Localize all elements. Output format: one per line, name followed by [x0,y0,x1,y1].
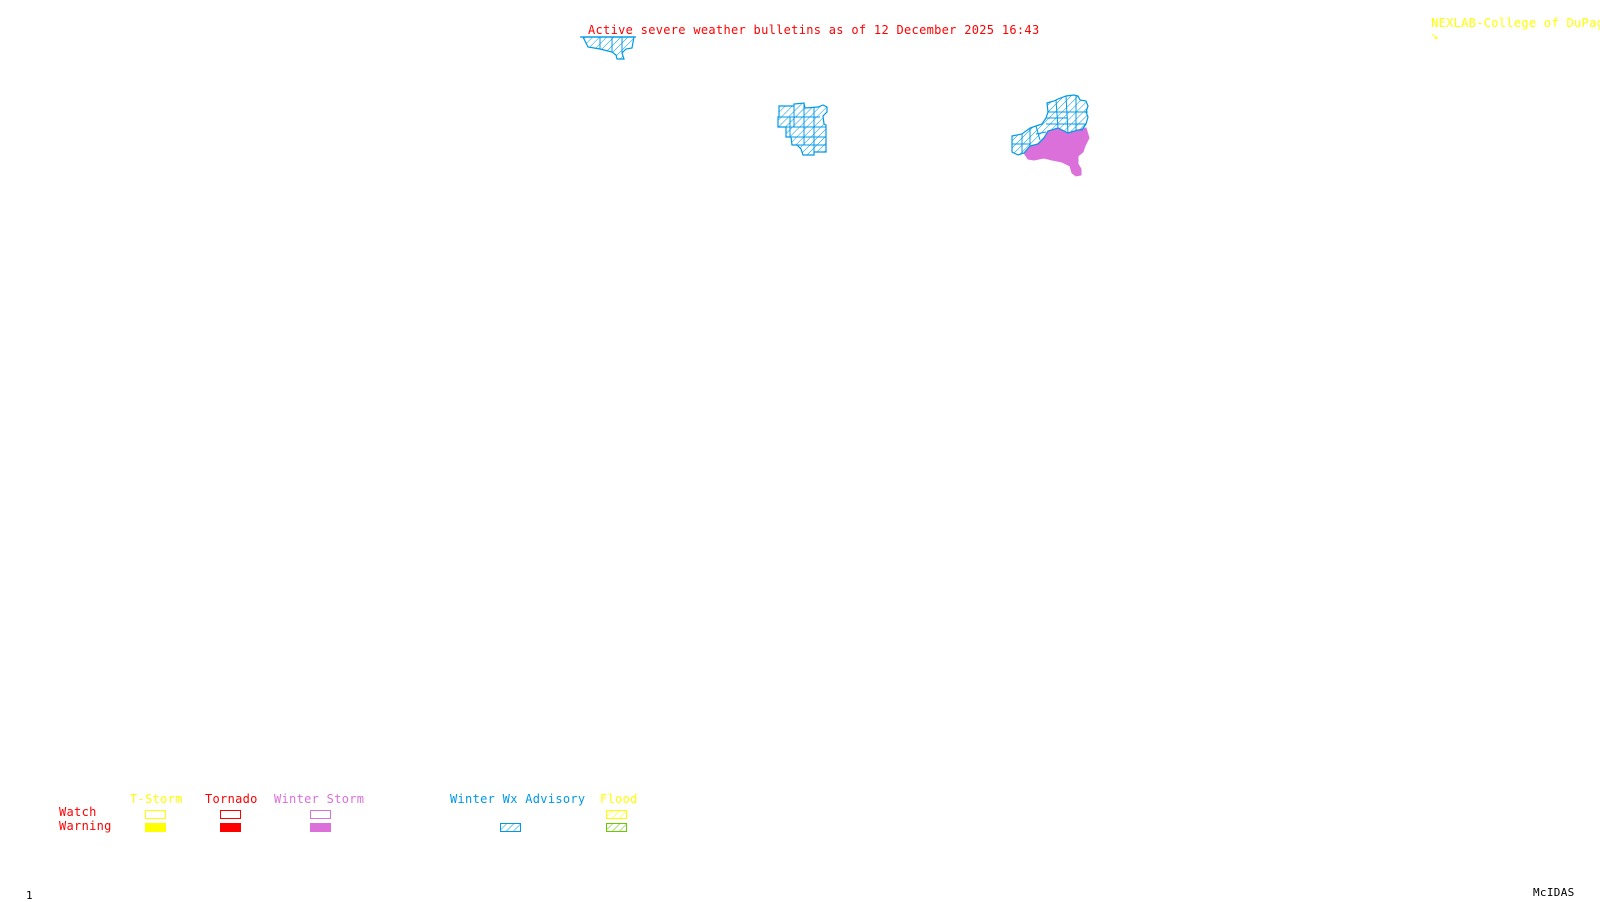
advisory-polygon [777,102,828,156]
bulletin-title: Active severe weather bulletins as of 12… [588,23,1040,37]
legend-row-watch: Watch [59,805,97,819]
legend-row-warning: Warning [59,819,112,833]
legend-label-flood: Flood [600,792,638,806]
winter-wx-advisory-northern-mn[interactable] [580,36,636,60]
legend-swatch-winter-advisory [500,823,521,832]
county-lines [778,104,826,155]
legend-label-tstorm: T-Storm [130,792,183,806]
legend-label-tornado: Tornado [205,792,258,806]
winter-wx-advisory-new-england[interactable] [1011,94,1089,156]
legend-swatch-tornado-watch [220,810,241,819]
county-lines [599,37,623,53]
advisory-polygon [582,36,635,60]
legend-swatch-flood-watch [606,810,627,819]
credit-label: NEXLAB-College of DuPage ↘ [1416,5,1600,41]
software-label: McIDAS [1533,886,1575,899]
winter-wx-advisory-michigan[interactable] [777,102,828,156]
legend-swatch-winter-storm-watch [310,810,331,819]
legend-swatch-tstorm-watch [145,810,166,819]
legend-swatch-winter-storm-warning [310,823,331,832]
arrow-corner-icon: ↘ [1431,28,1439,42]
frame-number: 1 [26,889,33,902]
legend-label-winter-storm: Winter Storm [274,792,365,806]
legend-label-winter-advisory: Winter Wx Advisory [450,792,586,806]
legend-swatch-flood-warning [606,823,627,832]
legend-swatch-tornado-warning [220,823,241,832]
legend-swatch-tstorm-warning [145,823,166,832]
credit-text: NEXLAB-College of DuPage [1431,16,1600,30]
county-lines [1012,95,1088,153]
